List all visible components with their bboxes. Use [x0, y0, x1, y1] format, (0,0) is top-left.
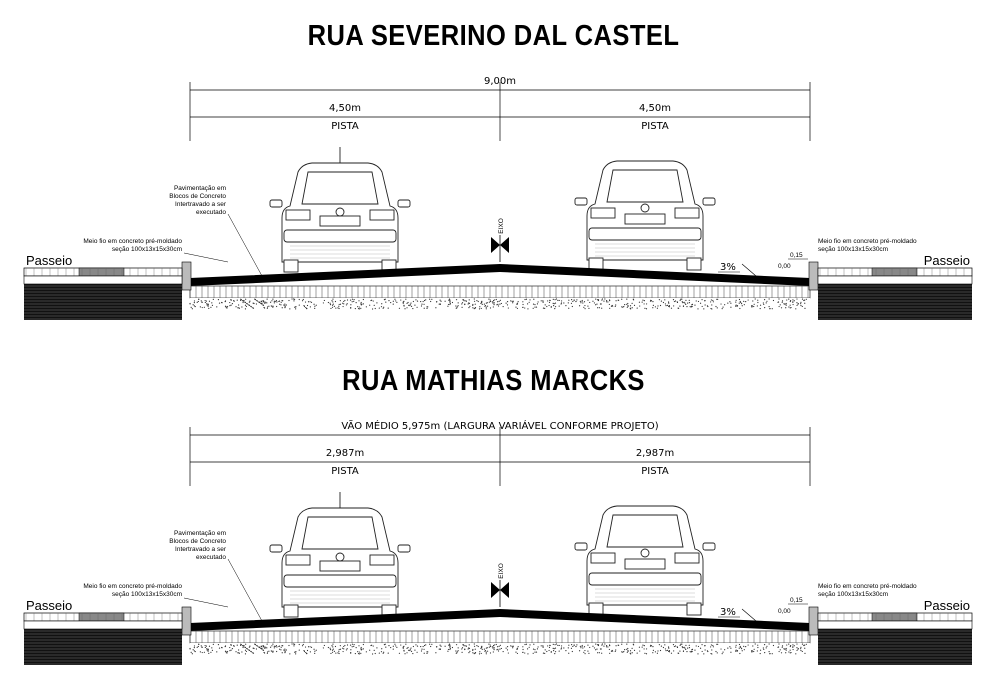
pavement-note-line: Pavimentação em: [174, 185, 226, 192]
base-course: [189, 285, 811, 299]
right-lane-label: PISTA: [641, 466, 669, 477]
curb-note-left: Meio fio em concreto pré-moldado: [83, 583, 182, 590]
left-lane-label: PISTA: [331, 121, 359, 132]
sidewalk-label-right: Passeio: [924, 598, 970, 613]
curb-spec-left: seção 100x13x15x30cm: [112, 246, 182, 253]
pavement-note-line: Intertravado a ser: [175, 201, 227, 208]
slope-label: 3%: [720, 262, 736, 273]
curb-leader-left: [183, 252, 229, 263]
right-lane-label: PISTA: [641, 121, 669, 132]
car-rear-view: [574, 160, 716, 271]
total-width-label: VÃO MÉDIO 5,975m (LARGURA VARIÁVEL CONFO…: [341, 419, 658, 432]
curb-note-left: Meio fio em concreto pré-moldado: [83, 238, 182, 245]
slope-arrow: [741, 608, 757, 622]
level-base: 0,00: [778, 608, 791, 615]
left-lane-label: PISTA: [331, 466, 359, 477]
curb-note-right: Meio fio em concreto pré-moldado: [818, 583, 917, 590]
left-lane-width: 4,50m: [329, 103, 361, 114]
axis-marker: EIXO: [491, 563, 509, 607]
curb-left: [181, 261, 192, 291]
sidewalk-label-right: Passeio: [924, 253, 970, 268]
curb-spec-right: seção 100x13x15x30cm: [818, 246, 888, 253]
slope-label: 3%: [720, 607, 736, 618]
pavement-surface: [190, 264, 810, 286]
pavement-surface: [190, 609, 810, 631]
curb-note-right: Meio fio em concreto pré-moldado: [818, 238, 917, 245]
pavement-note-line: Blocos de Concreto: [169, 538, 226, 545]
curb-spec-right: seção 100x13x15x30cm: [818, 591, 888, 598]
level-top: 0,15: [790, 252, 803, 259]
pavement-note-line: Blocos de Concreto: [169, 193, 226, 200]
sidewalk-label-left: Passeio: [26, 598, 72, 613]
curb-spec-left: seção 100x13x15x30cm: [112, 591, 182, 598]
car-rear-view: [574, 505, 716, 616]
sidewalk-left: [23, 612, 183, 665]
pavement-note-line: Pavimentação em: [174, 530, 226, 537]
curb-left: [181, 606, 192, 636]
pavement-note-line: executado: [196, 554, 226, 561]
axis-label: EIXO: [498, 563, 505, 579]
axis-label: EIXO: [498, 218, 505, 234]
level-top: 0,15: [790, 597, 803, 604]
base-course: [189, 630, 811, 644]
sidewalk-right: [817, 612, 973, 665]
cross-section-drawing: VÃO MÉDIO 5,975m (LARGURA VARIÁVEL CONFO…: [23, 419, 973, 665]
total-width-label: 9,00m: [484, 76, 516, 87]
section-title: RUA SEVERINO DAL CASTEL: [307, 20, 680, 52]
section-graphics: VÃO MÉDIO 5,975m (LARGURA VARIÁVEL CONFO…: [23, 419, 973, 665]
section-title: RUA MATHIAS MARCKS: [342, 365, 645, 397]
left-lane-width: 2,987m: [326, 448, 364, 459]
slope-arrow: [741, 263, 757, 277]
sidewalk-right: [817, 267, 973, 320]
sidewalk-left: [23, 267, 183, 320]
subbase-gravel: [189, 298, 810, 310]
sidewalk-label-left: Passeio: [26, 253, 72, 268]
level-base: 0,00: [778, 263, 791, 270]
car-front-view: [269, 147, 411, 273]
curb-leader-left: [183, 597, 229, 608]
car-front-view: [269, 492, 411, 618]
curb-right: [808, 606, 819, 636]
curb-right: [808, 261, 819, 291]
right-lane-width: 2,987m: [636, 448, 674, 459]
pavement-note-line: executado: [196, 209, 226, 216]
right-lane-width: 4,50m: [639, 103, 671, 114]
subbase-gravel: [189, 643, 810, 655]
axis-marker: EIXO: [491, 218, 509, 262]
pavement-note-line: Intertravado a ser: [175, 546, 227, 553]
